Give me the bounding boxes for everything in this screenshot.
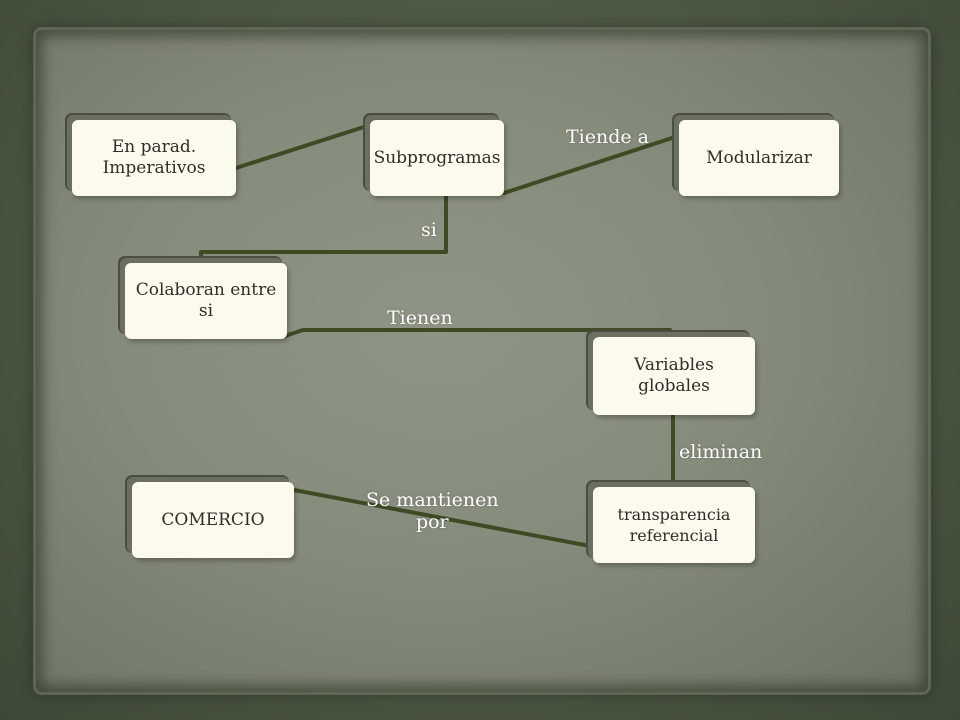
node-subprogramas-text: Subprogramas <box>373 147 501 168</box>
edge-label-tienen: Tienen <box>387 307 453 329</box>
node-subprogramas: Subprogramas <box>370 120 504 196</box>
edge-label-eliminan: eliminan <box>679 441 763 463</box>
edge-label-se-mantienen-line1: Se mantienen <box>366 489 499 511</box>
edge-colaboran-variables <box>283 328 672 340</box>
node-modularizar: Modularizar <box>679 120 839 196</box>
node-modularizar-text: Modularizar <box>706 147 812 168</box>
node-colaboran-entre-si: Colaboran entre si <box>125 263 287 339</box>
node-transparencia-referencial: transparencia referencial <box>593 487 755 563</box>
edge-comercio-transparencia <box>292 488 592 548</box>
node-comercio: COMERCIO <box>132 482 294 558</box>
edge-label-si: si <box>421 219 437 241</box>
node-comercio-text: COMERCIO <box>161 509 265 530</box>
edge-label-se-mantienen-line2: por <box>415 511 449 533</box>
edge-subprogramas-modularizar <box>502 135 677 195</box>
node-colaboran-entre-si-text: Colaboran entre si <box>135 280 277 321</box>
edge-subprogramas-colaboran <box>199 194 448 264</box>
edge-label-se-mantienen-por: Se mantienen por <box>366 489 499 533</box>
edge-label-tiende-a: Tiende a <box>566 126 650 148</box>
node-variables-globales-text: Variables globales <box>634 355 714 396</box>
node-transparencia-referencial-text: transparencia referencial <box>617 505 731 545</box>
edge-enparad-subprogramas <box>234 123 372 170</box>
node-en-parad-imperativos: En parad. Imperativos <box>72 120 236 196</box>
node-variables-globales: Variables globales <box>593 337 755 415</box>
node-en-parad-imperativos-text: En parad. Imperativos <box>102 137 206 178</box>
